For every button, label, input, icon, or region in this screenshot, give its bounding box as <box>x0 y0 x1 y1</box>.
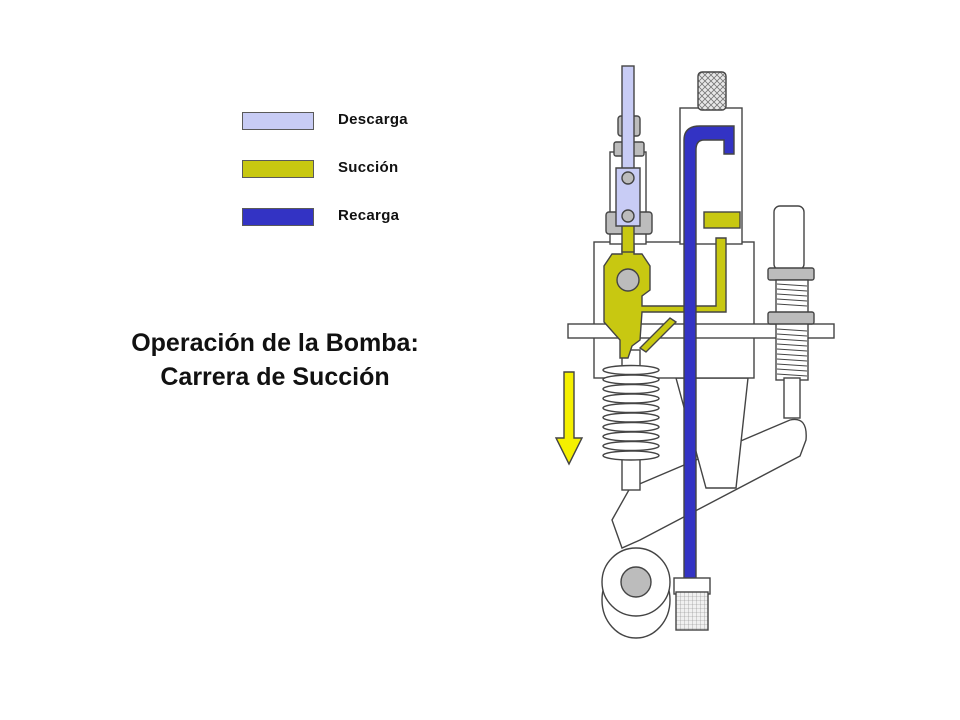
suction-fluid <box>603 237 727 359</box>
thread-line <box>776 288 808 292</box>
discharge-ball-bottom <box>621 209 635 223</box>
thread-line <box>776 328 808 332</box>
spring-coil <box>602 431 660 442</box>
title-line-1: Operación de la Bomba: <box>131 329 419 357</box>
legend: Descarga Succión Recarga <box>242 108 462 252</box>
spring-coil <box>602 383 660 395</box>
legend-swatch-recarga <box>242 208 314 226</box>
thread-line <box>776 333 808 337</box>
spring-coil <box>602 450 660 461</box>
thread-line <box>776 338 808 342</box>
legend-label-recarga: Recarga <box>338 207 400 224</box>
thread-line <box>776 303 808 307</box>
adjust-screw-nut-mid <box>767 311 815 325</box>
legend-item-descarga: Descarga <box>242 108 462 156</box>
adjust-screw-head <box>773 205 805 271</box>
down-arrow <box>554 371 584 466</box>
suction-reservoir <box>703 211 741 229</box>
legend-item-succion: Succión <box>242 156 462 204</box>
discharge-link <box>615 167 641 227</box>
recharge-line <box>683 125 735 583</box>
cam-shaft <box>620 566 652 598</box>
legend-label-descarga: Descarga <box>338 111 408 128</box>
spring-coil <box>602 364 660 376</box>
thread-line <box>776 373 808 377</box>
knurled-cap <box>697 71 727 111</box>
legend-swatch-descarga <box>242 112 314 130</box>
filter-mesh <box>675 591 709 631</box>
adjust-screw-nut-top <box>767 267 815 281</box>
spring-coil <box>602 440 660 452</box>
thread-line <box>776 343 808 347</box>
discharge-ball-top <box>621 171 635 185</box>
spring-coil <box>602 412 660 423</box>
thread-line <box>776 353 808 357</box>
thread-line <box>776 363 808 367</box>
thread-line <box>776 358 808 362</box>
suction-passage-diag <box>638 317 678 353</box>
adjust-screw-threads <box>776 283 808 377</box>
spring-coil <box>602 421 660 433</box>
suction-check-ball <box>616 268 640 292</box>
discharge-tube <box>621 65 635 171</box>
thread-line <box>776 368 808 372</box>
thread-line <box>776 298 808 302</box>
thread-line <box>776 283 808 287</box>
legend-swatch-succion <box>242 160 314 178</box>
adjust-screw-rod <box>783 377 801 419</box>
spring-coil <box>602 402 660 414</box>
thread-line <box>776 293 808 297</box>
spring-coil <box>602 393 660 404</box>
legend-label-succion: Succión <box>338 159 399 176</box>
diagram-title: Operación de la Bomba: Carrera de Succió… <box>60 326 490 394</box>
legend-item-recarga: Recarga <box>242 204 462 252</box>
title-line-2: Carrera de Succión <box>160 363 390 391</box>
thread-line <box>776 348 808 352</box>
plunger-spring <box>602 364 660 461</box>
spring-coil <box>602 374 660 385</box>
